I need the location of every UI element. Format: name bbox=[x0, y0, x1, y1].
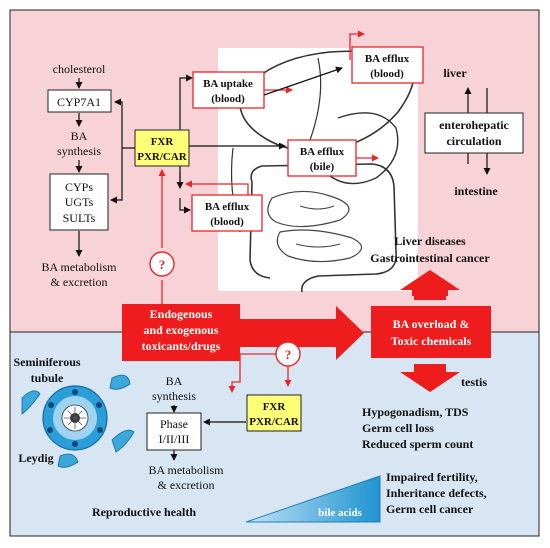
leydig-cell-1 bbox=[21, 390, 41, 415]
lower-ba-metabolism-line2: & excretion bbox=[158, 478, 215, 492]
ba-efflux-bottom-line1: BA efflux bbox=[205, 201, 250, 213]
phase-line2: I/II/III bbox=[159, 432, 190, 446]
cyp7a1-label: CYP7A1 bbox=[57, 95, 101, 109]
diseases-line1: Liver diseases bbox=[394, 234, 466, 248]
ba-efflux-bile-line2: (bile) bbox=[310, 161, 335, 173]
fxr-label-lower: FXR bbox=[263, 401, 287, 413]
bile-acids-gradient-triangle bbox=[245, 475, 381, 523]
ba-synthesis-line2: synthesis bbox=[57, 144, 101, 158]
ba-uptake-line1: BA uptake bbox=[203, 78, 253, 90]
enzymes-line1: CYPs bbox=[65, 180, 93, 194]
overload-line1: BA overload & bbox=[393, 317, 470, 331]
pxr-car-label-lower: PXR/CAR bbox=[249, 416, 300, 428]
circulation-line1: enterohepatic bbox=[439, 118, 509, 132]
testis-label: testis bbox=[461, 375, 487, 389]
question-mark-lower: ? bbox=[285, 347, 292, 362]
reproductive-health-label: Reproductive health bbox=[92, 505, 196, 519]
ba-overload-box bbox=[371, 306, 491, 358]
phase-line1: Phase bbox=[160, 417, 188, 431]
overload-line2: Toxic chemicals bbox=[391, 334, 472, 348]
toxicants-line1: Endogenous bbox=[150, 307, 213, 321]
question-circle-upper bbox=[149, 251, 175, 277]
outcomes-line1: Impaired fertility, bbox=[386, 470, 478, 484]
ba-efflux-top-line2: (blood) bbox=[370, 68, 404, 80]
toxicants-box bbox=[122, 304, 240, 361]
diseases-line2: Gastrointestinal cancer bbox=[370, 251, 490, 265]
outcomes-line2: Inheritance defects, bbox=[386, 486, 487, 500]
leydig-label: Leydig bbox=[18, 451, 53, 465]
toxicants-line2: and exogenous bbox=[143, 323, 218, 337]
effects-line3: Reduced sperm count bbox=[362, 437, 473, 451]
ba-uptake-line2: (blood) bbox=[211, 93, 245, 105]
effects-line1: Hypogonadism, TDS bbox=[362, 405, 469, 419]
ba-efflux-bile-line1: BA efflux bbox=[300, 146, 345, 158]
enzymes-box bbox=[49, 173, 109, 231]
leydig-cell-3 bbox=[111, 429, 135, 453]
ba-efflux-blood-bottom-box bbox=[191, 194, 263, 232]
ba-efflux-blood-top-box bbox=[351, 46, 424, 84]
seminiferous-line2: tubule bbox=[31, 371, 64, 385]
lower-ba-synthesis-line1: BA bbox=[166, 374, 183, 388]
toxicants-line3: toxicants/drugs bbox=[142, 339, 221, 353]
liver-label: liver bbox=[443, 66, 467, 80]
ba-efflux-bottom-line2: (blood) bbox=[210, 216, 244, 228]
question-mark-upper: ? bbox=[159, 257, 166, 272]
phase-box bbox=[146, 412, 202, 451]
lower-ba-metabolism-line1: BA metabolism bbox=[149, 463, 225, 477]
pxr-car-label-upper: PXR/CAR bbox=[137, 151, 188, 163]
effects-line2: Germ cell loss bbox=[362, 421, 434, 435]
leydig-cell-4 bbox=[57, 453, 79, 468]
leydig-cell-2 bbox=[109, 374, 131, 390]
cyp7a1-box bbox=[47, 89, 112, 113]
cholesterol-label: cholesterol bbox=[53, 62, 106, 76]
enzymes-line3: SULTs bbox=[63, 211, 96, 225]
up-arrow-to-diseases bbox=[400, 270, 460, 296]
ba-synthesis-line1: BA bbox=[71, 129, 88, 143]
ba-efflux-top-line1: BA efflux bbox=[365, 53, 410, 65]
bile-acids-label: bile acids bbox=[318, 507, 362, 519]
outcomes-line3: Germ cell cancer bbox=[386, 502, 474, 516]
ba-metabolism-line1: BA metabolism bbox=[42, 260, 118, 274]
fxr-pxr-car-box-lower bbox=[246, 394, 302, 432]
seminiferous-tubule-illustration bbox=[42, 385, 108, 451]
ba-metabolism-line2: & excretion bbox=[51, 275, 108, 289]
big-red-arrow bbox=[240, 306, 364, 360]
seminiferous-line1: Seminiferous bbox=[13, 355, 80, 369]
fxr-label-upper: FXR bbox=[151, 136, 175, 148]
circulation-line2: circulation bbox=[446, 134, 501, 148]
down-arrow-to-testis bbox=[400, 364, 460, 392]
lower-ba-synthesis-line2: synthesis bbox=[152, 389, 196, 403]
fxr-pxr-car-box-upper bbox=[134, 129, 190, 167]
enzymes-line2: UGTs bbox=[65, 195, 94, 209]
intestine-label: intestine bbox=[454, 184, 498, 198]
enterohepatic-circulation-box bbox=[424, 112, 524, 154]
